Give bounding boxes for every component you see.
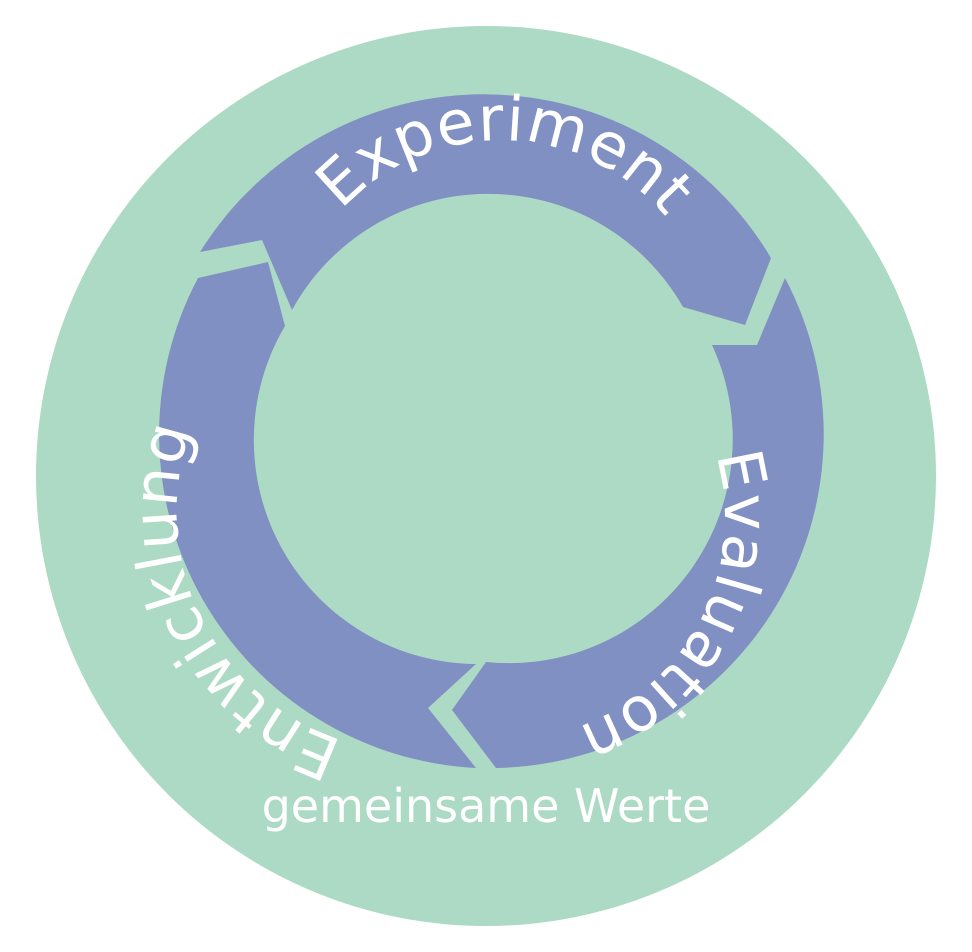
inner-circle xyxy=(262,210,710,658)
arrow-segment-evaluation xyxy=(452,278,824,768)
cycle-ring xyxy=(159,94,824,768)
arrow-segment-entwicklung xyxy=(159,262,477,768)
arrow-segment-experiment xyxy=(200,94,771,326)
shared-values-label: gemeinsame Werte xyxy=(262,779,711,833)
